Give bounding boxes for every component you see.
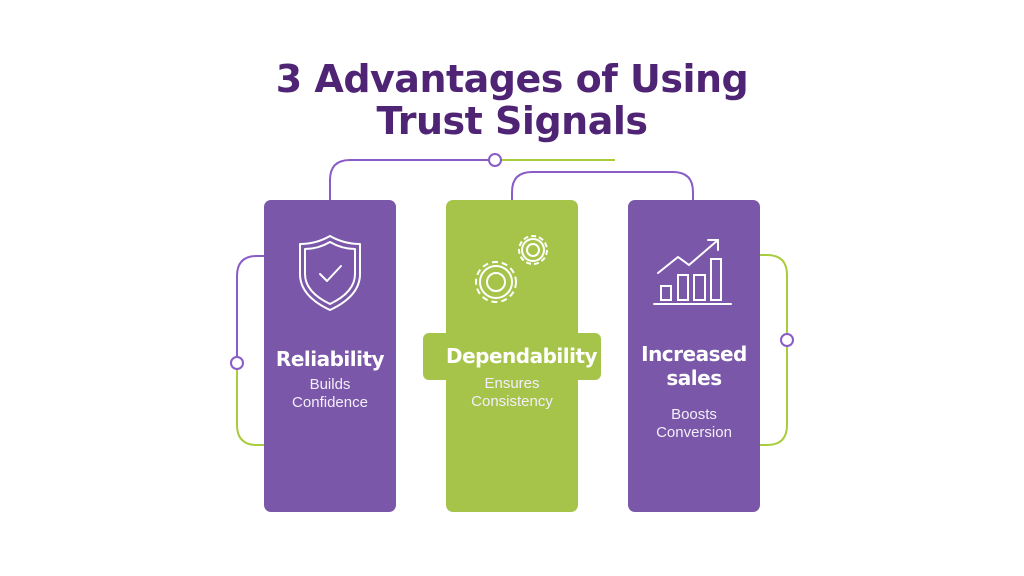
growth-chart-icon — [653, 239, 732, 305]
title-line-1: 3 Advantages of Using — [275, 57, 749, 101]
connector-right-green — [760, 254, 788, 446]
shield-check-icon — [299, 235, 361, 311]
card-subtitle-line-2: Confidence — [292, 394, 368, 411]
page-title: 3 Advantages of Using Trust Signals — [0, 58, 1024, 142]
card-reliability: Reliability Builds Confidence — [264, 200, 396, 512]
card-heading-band — [423, 333, 601, 380]
gears-icon — [475, 235, 548, 303]
title-line-2: Trust Signals — [376, 99, 649, 143]
connector-middle-purple — [511, 171, 694, 200]
connector-node-top — [488, 153, 502, 167]
card-subtitle-line-1: Boosts — [671, 406, 717, 423]
card-subtitle-line-1: Builds — [309, 376, 351, 393]
card-subtitle-line-2: Conversion — [656, 424, 732, 441]
card-subtitle-line-1: Ensures — [484, 375, 540, 392]
connector-left-purple — [236, 255, 264, 357]
connector-node-left — [230, 356, 244, 370]
card-heading-line-1: Increased — [641, 342, 747, 366]
connector-top-purple — [329, 159, 489, 200]
card-heading: Dependability — [446, 344, 598, 368]
card-heading: Reliability — [275, 347, 385, 371]
card-heading-line-2: sales — [666, 366, 722, 390]
card-increased-sales: Increased sales Boosts Conversion — [628, 200, 760, 512]
connector-left-green — [236, 369, 264, 446]
connector-node-right — [780, 333, 794, 347]
card-dependability: Dependability Ensures Consistency — [423, 200, 601, 512]
card-subtitle-line-2: Consistency — [471, 393, 553, 410]
